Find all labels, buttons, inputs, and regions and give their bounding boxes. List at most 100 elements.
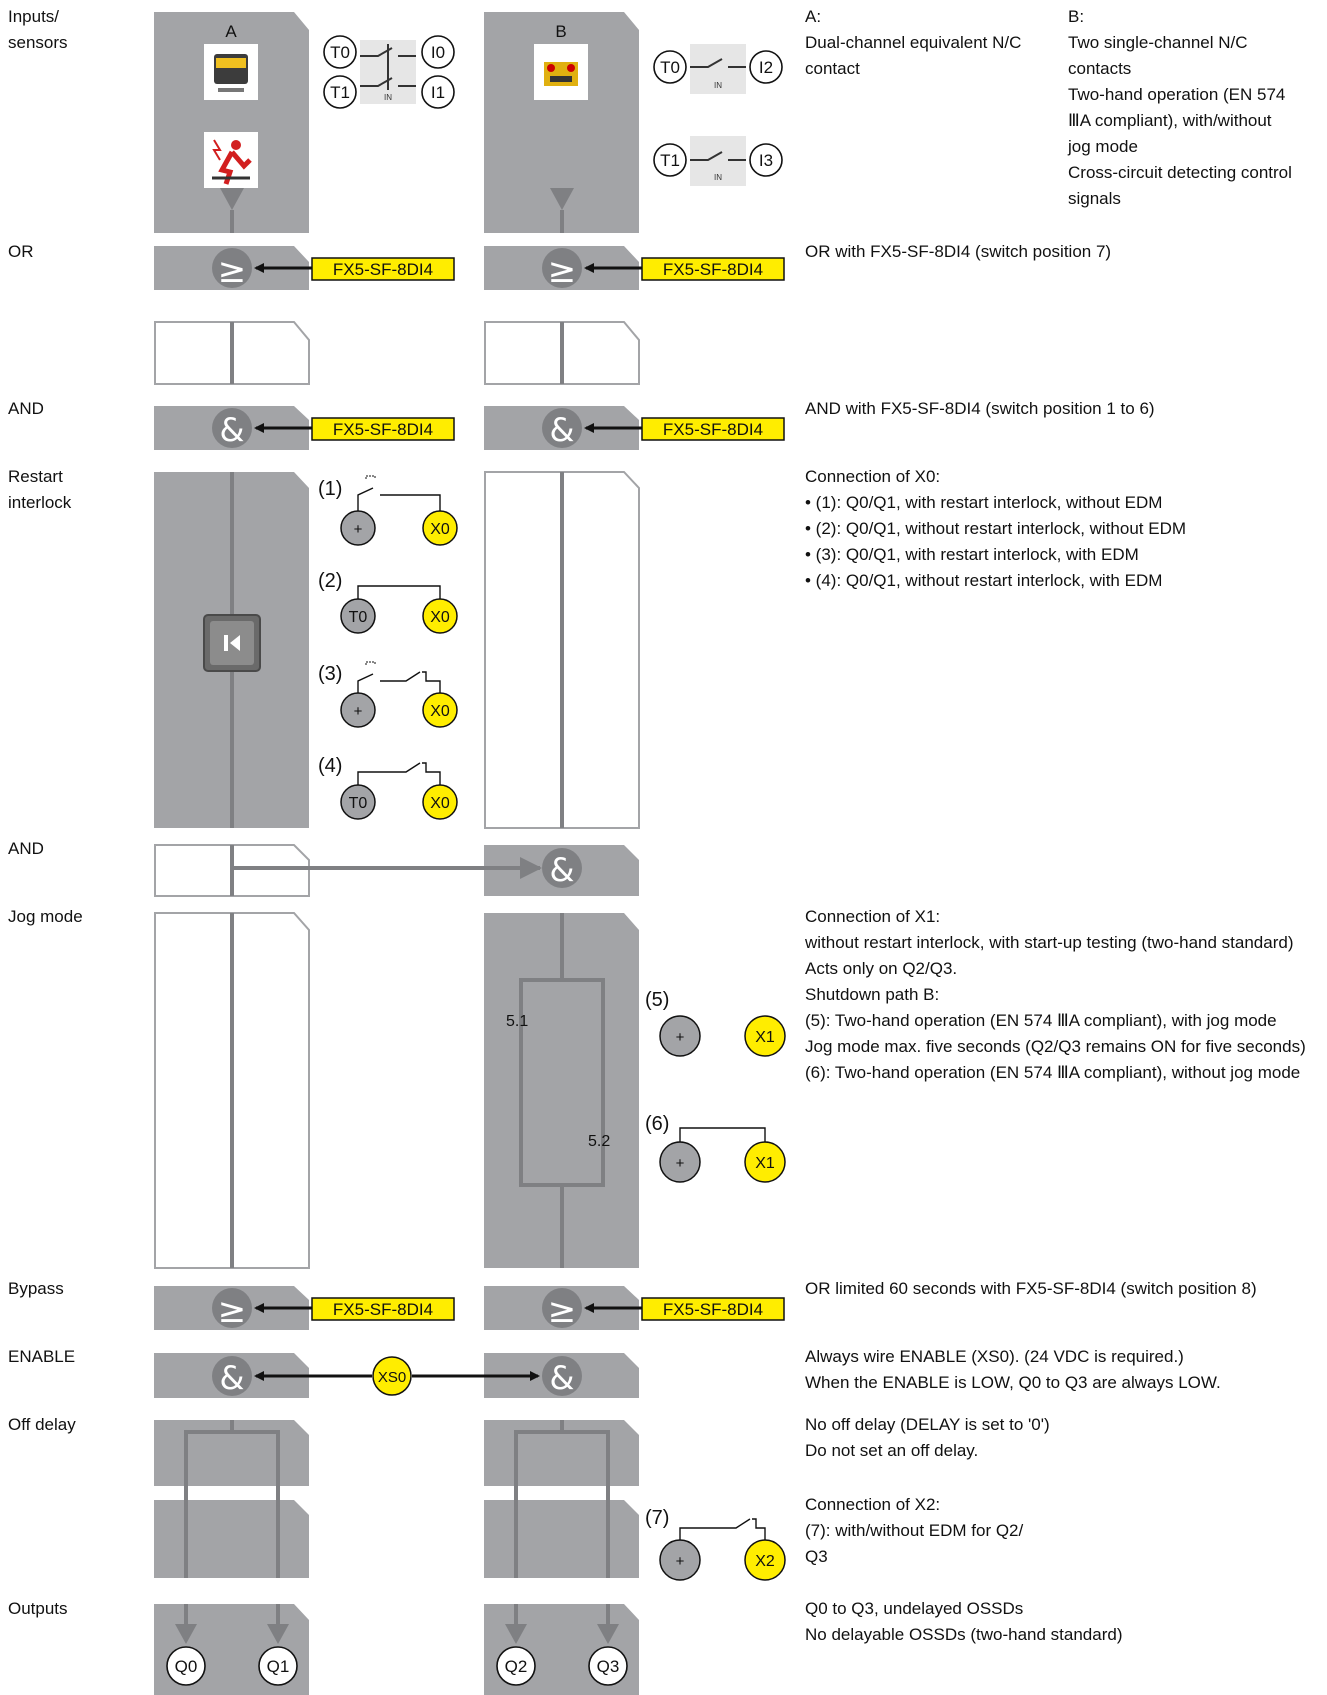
terminal-x2: X2 xyxy=(744,1539,786,1581)
jog-option-6-label: (6) xyxy=(645,1113,669,1135)
row-label-and: AND xyxy=(8,399,44,418)
svg-text:I3: I3 xyxy=(759,151,773,170)
svg-text:&: & xyxy=(220,1359,245,1397)
column-a-label: A xyxy=(225,22,237,41)
description-inputs-a: A: Dual-channel equivalent N/C contact xyxy=(805,7,1022,78)
svg-text:T0: T0 xyxy=(660,58,680,77)
svg-text:X2: X2 xyxy=(755,1553,775,1570)
output-terminal-q2: Q2 xyxy=(496,1646,536,1686)
row-label-enable: ENABLE xyxy=(8,1347,76,1366)
svg-text:&: & xyxy=(550,1359,575,1397)
or-gate-b: ≥ xyxy=(542,248,582,291)
row-label-and-2: AND xyxy=(8,839,44,858)
output-terminal-q3: Q3 xyxy=(588,1646,628,1686)
x2-option-7-label: (7) xyxy=(645,1507,669,1529)
or-gate-a: ≥ xyxy=(212,248,252,291)
input-terminal-a-i0: I0 xyxy=(421,35,455,69)
output-terminal-q1: Q1 xyxy=(258,1646,298,1686)
module-tag-or-b: FX5-SF-8DI4 xyxy=(641,257,785,281)
two-hand-control-icon xyxy=(534,44,588,100)
terminal-plus-1: + xyxy=(340,510,376,546)
svg-text:≥: ≥ xyxy=(218,251,247,291)
enable-and-gate-a: & xyxy=(212,1356,252,1397)
description-jog: Connection of X1: without restart interl… xyxy=(805,907,1306,1082)
svg-text:X0: X0 xyxy=(430,795,450,812)
description-enable: Always wire ENABLE (XS0). (24 VDC is req… xyxy=(805,1347,1221,1392)
off-delay-split-a xyxy=(184,1420,280,1578)
jog-switch-5-2-label: 5.2 xyxy=(588,1133,610,1150)
terminal-t0-2: T0 xyxy=(340,598,376,634)
svg-text:&: & xyxy=(550,851,575,889)
svg-text:+: + xyxy=(354,521,363,538)
row-label-bypass: Bypass xyxy=(8,1279,64,1298)
terminal-x1-6: X1 xyxy=(744,1141,786,1183)
restart-button-icon xyxy=(203,614,261,672)
row-label-outputs: Outputs xyxy=(8,1599,68,1618)
svg-text:Q1: Q1 xyxy=(267,1657,290,1676)
svg-text:X1: X1 xyxy=(755,1029,775,1046)
description-and: AND with FX5-SF-8DI4 (switch position 1 … xyxy=(805,399,1155,418)
svg-text:FX5-SF-8DI4: FX5-SF-8DI4 xyxy=(663,420,763,439)
terminal-xs0: XS0 xyxy=(372,1356,412,1396)
row-label-offdelay: Off delay xyxy=(8,1415,76,1434)
input-terminal-b-i2: I2 xyxy=(749,50,783,84)
restart-option-1-label: (1) xyxy=(318,478,342,500)
svg-text:+: + xyxy=(676,1553,685,1570)
arrow-down-b xyxy=(550,188,574,210)
restart-switch-1-wiring xyxy=(357,487,441,512)
emergency-stop-person-icon xyxy=(204,132,258,188)
row-label-inputs: Inputs/ sensors xyxy=(8,7,68,52)
restart-option-2-label: (2) xyxy=(318,570,342,592)
svg-text:X0: X0 xyxy=(430,609,450,626)
svg-text:&: & xyxy=(550,411,575,449)
input-terminal-a-i1: I1 xyxy=(421,75,455,109)
restart-option-3-label: (3) xyxy=(318,663,342,685)
and-gate-cross: & xyxy=(542,848,582,889)
column-a-input-block xyxy=(154,12,309,233)
description-restart: Connection of X0: • (1): Q0/Q1, with res… xyxy=(805,467,1187,590)
module-tag-and-a: FX5-SF-8DI4 xyxy=(311,417,455,441)
off-delay-split-b xyxy=(514,1420,610,1578)
dual-channel-contact-icon: IN xyxy=(360,40,416,104)
svg-text:T1: T1 xyxy=(660,151,680,170)
row-label-or: OR xyxy=(8,242,34,261)
svg-text:Q3: Q3 xyxy=(597,1657,620,1676)
terminal-plus-5: + xyxy=(659,1015,701,1057)
svg-text:T1: T1 xyxy=(330,83,350,102)
arrow-down-a xyxy=(220,188,244,210)
module-tag-and-b: FX5-SF-8DI4 xyxy=(641,417,785,441)
single-channel-contact-icon-2: IN xyxy=(690,136,746,186)
input-terminal-b-t0: T0 xyxy=(653,50,687,84)
svg-text:T0: T0 xyxy=(330,43,350,62)
column-b-label: B xyxy=(555,22,566,41)
svg-text:FX5-SF-8DI4: FX5-SF-8DI4 xyxy=(663,260,763,279)
svg-text:+: + xyxy=(354,703,363,720)
svg-text:X0: X0 xyxy=(430,521,450,538)
svg-text:+: + xyxy=(676,1029,685,1046)
bypass-or-gate-b: ≥ xyxy=(542,1288,582,1331)
svg-text:T0: T0 xyxy=(349,795,368,812)
terminal-x1-5: X1 xyxy=(744,1015,786,1057)
svg-text:I0: I0 xyxy=(431,43,445,62)
input-terminal-b-i3: I3 xyxy=(749,143,783,177)
svg-text:FX5-SF-8DI4: FX5-SF-8DI4 xyxy=(663,1300,763,1319)
svg-text:X1: X1 xyxy=(755,1155,775,1172)
terminal-x0-3: X0 xyxy=(422,692,458,728)
bypass-or-gate-a: ≥ xyxy=(212,1288,252,1331)
description-x2: Connection of X2: (7): with/without EDM … xyxy=(805,1495,1024,1566)
module-tag-or-a: FX5-SF-8DI4 xyxy=(311,257,455,281)
description-inputs-b: B: Two single-channel N/C contacts Two-h… xyxy=(1068,7,1292,208)
input-terminal-a-t0: T0 xyxy=(323,35,357,69)
terminal-plus-7: + xyxy=(659,1539,701,1581)
row-label-jog: Jog mode xyxy=(8,907,83,926)
enable-and-gate-b: & xyxy=(542,1356,582,1397)
svg-text:&: & xyxy=(220,411,245,449)
terminal-t0-4: T0 xyxy=(340,784,376,820)
and-gate-a: & xyxy=(212,408,252,449)
terminal-plus-6: + xyxy=(659,1141,701,1183)
terminal-x0-2: X0 xyxy=(422,598,458,634)
svg-text:I1: I1 xyxy=(431,83,445,102)
terminal-plus-3: + xyxy=(340,692,376,728)
single-channel-contact-icon-1: IN xyxy=(690,44,746,94)
row-label-restart: Restart interlock xyxy=(8,467,72,512)
